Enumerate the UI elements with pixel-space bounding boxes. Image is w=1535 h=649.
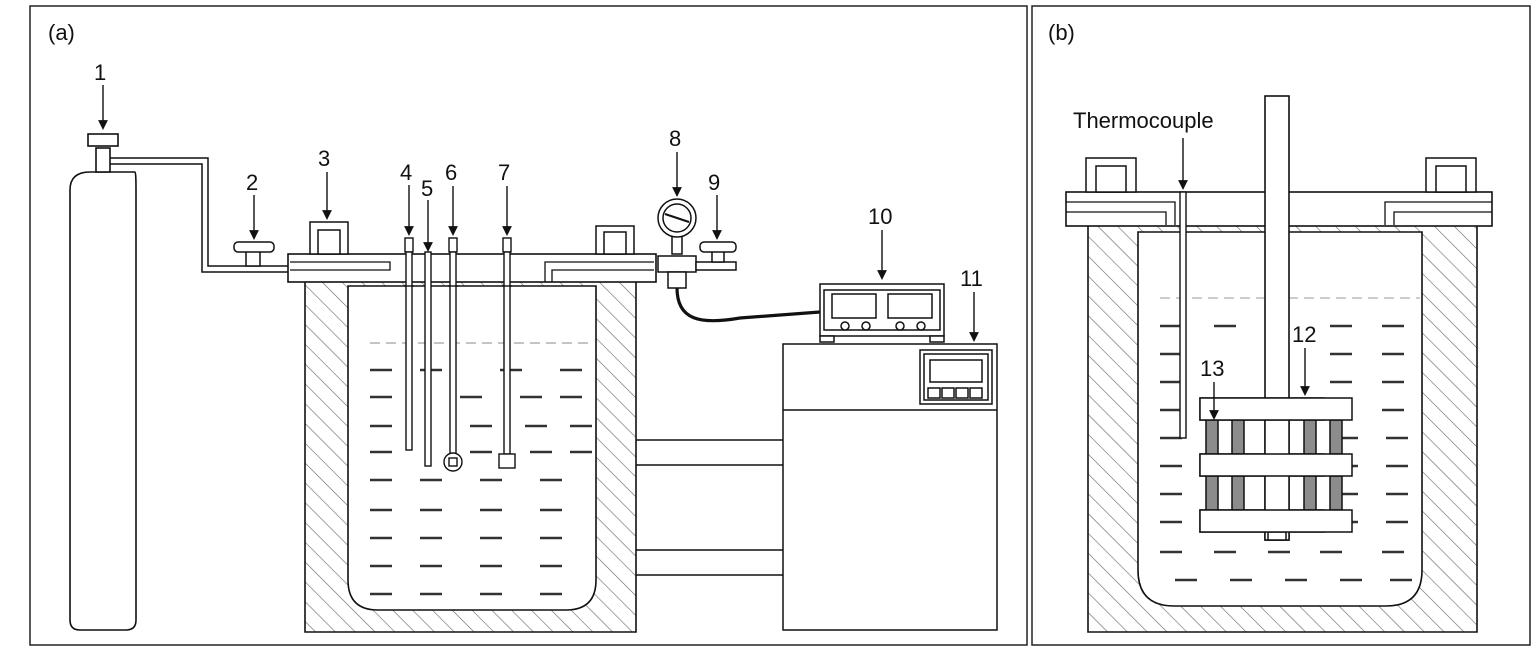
thermocouple-label: Thermocouple xyxy=(1073,108,1214,133)
vessel-a xyxy=(287,221,657,633)
callout-7: 7 xyxy=(498,160,510,185)
callout-5: 5 xyxy=(421,176,433,201)
callout-6: 6 xyxy=(445,160,457,185)
bolt xyxy=(595,225,635,255)
callout-1: 1 xyxy=(94,60,106,85)
bolt xyxy=(309,221,349,255)
signal-cable xyxy=(675,287,821,323)
gas-cylinder xyxy=(69,133,137,631)
callout-10: 10 xyxy=(868,204,892,229)
pressure-gauge xyxy=(657,198,697,289)
bolt xyxy=(1425,157,1477,193)
valve-2 xyxy=(233,241,275,267)
panel-a-label: (a) xyxy=(48,20,75,45)
callout-labels-a: 1 2 3 4 5 6 7 8 9 10 11 xyxy=(94,60,983,291)
probe-7 xyxy=(498,237,516,469)
controller-10 xyxy=(819,283,945,343)
liquid-dashes-a xyxy=(370,368,592,596)
callout-3: 3 xyxy=(318,146,330,171)
callouts-b xyxy=(1178,138,1310,420)
vessel-lid xyxy=(287,253,657,283)
bolt xyxy=(1085,157,1137,193)
panel-b-label: (b) xyxy=(1048,20,1075,45)
thermocouple xyxy=(1179,191,1187,439)
valve-9 xyxy=(695,241,737,271)
callout-4: 4 xyxy=(400,160,412,185)
callout-8: 8 xyxy=(669,126,681,151)
callout-12: 12 xyxy=(1292,322,1316,347)
panel-a: (a) xyxy=(29,5,1028,646)
liquid-dashes-b xyxy=(1160,324,1412,582)
callout-13: 13 xyxy=(1200,356,1224,381)
callouts-a xyxy=(98,85,979,342)
probe-5 xyxy=(424,251,432,467)
vessel-b xyxy=(1065,157,1493,633)
callout-11: 11 xyxy=(960,266,983,291)
callout-9: 9 xyxy=(708,170,720,195)
probe-6 xyxy=(443,237,463,472)
bath-pipes xyxy=(636,439,783,576)
circulating-bath xyxy=(782,343,998,631)
callout-2: 2 xyxy=(246,170,258,195)
probe-4 xyxy=(404,237,414,451)
panel-b: (b) xyxy=(1031,5,1531,646)
specimen xyxy=(1205,419,1343,511)
